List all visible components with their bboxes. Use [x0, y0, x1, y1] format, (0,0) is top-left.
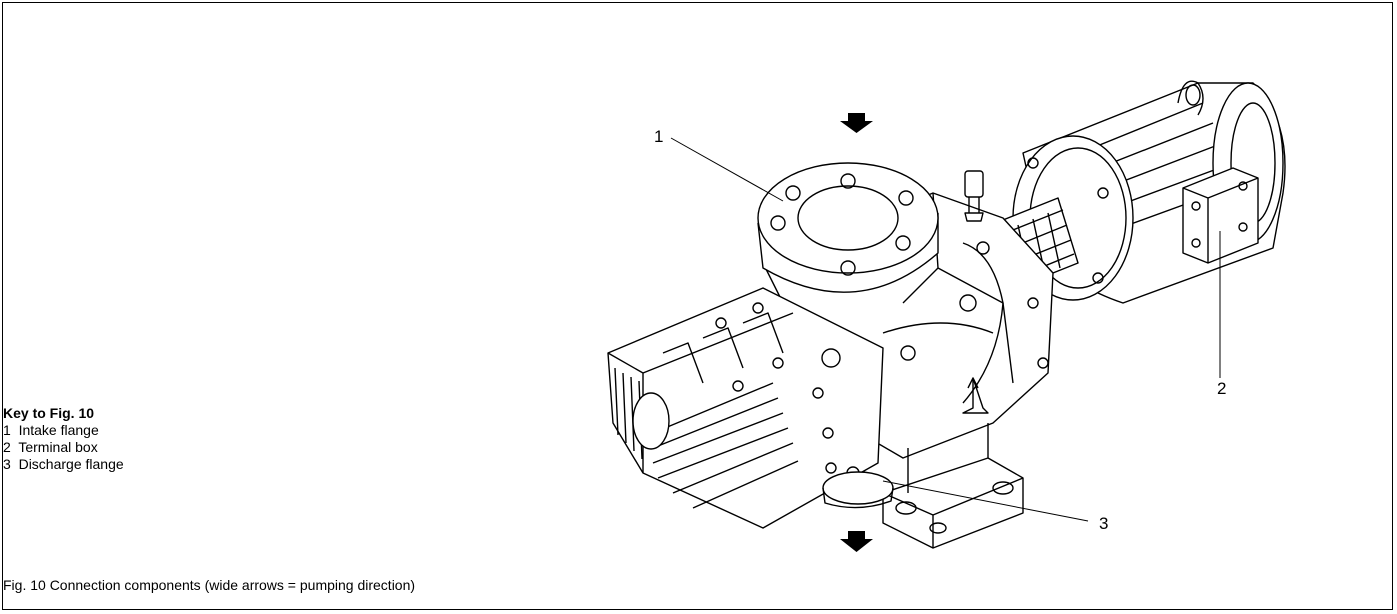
key-item: 3 Discharge flange: [3, 456, 363, 473]
callout-2: 2: [1217, 379, 1227, 398]
discharge-direction-arrow: [840, 531, 873, 552]
discharge-flange: [822, 471, 894, 509]
key-item-label: Discharge flange: [18, 456, 124, 472]
key-item: 2 Terminal box: [3, 439, 363, 456]
vent-valve: [964, 170, 984, 222]
key-item-label: Intake flange: [18, 422, 99, 438]
intake-direction-arrow: [840, 113, 873, 133]
leader-line-1: [670, 137, 784, 202]
sight-glass: [962, 377, 989, 414]
callout-1: 1: [654, 127, 664, 146]
gear-housing: [607, 287, 884, 529]
key-item-number: 3: [3, 456, 11, 472]
key-item: 1 Intake flange: [3, 422, 363, 439]
pump-drawing: [607, 80, 1286, 552]
key-item-number: 1: [3, 422, 11, 438]
leader-line-3: [882, 480, 1089, 522]
key-title: Key to Fig. 10: [3, 405, 95, 421]
callout-3: 3: [1099, 514, 1109, 533]
intake-flange: [757, 162, 939, 293]
support-foot: [882, 423, 1024, 549]
terminal-box: [1182, 167, 1259, 264]
figure-caption: Fig. 10 Connection components (wide arro…: [3, 577, 416, 593]
key-item-label: Terminal box: [18, 439, 98, 455]
key-item-number: 2: [3, 439, 11, 455]
key-legend: Key to Fig. 10 1 Intake flange 2 Termina…: [3, 405, 363, 473]
